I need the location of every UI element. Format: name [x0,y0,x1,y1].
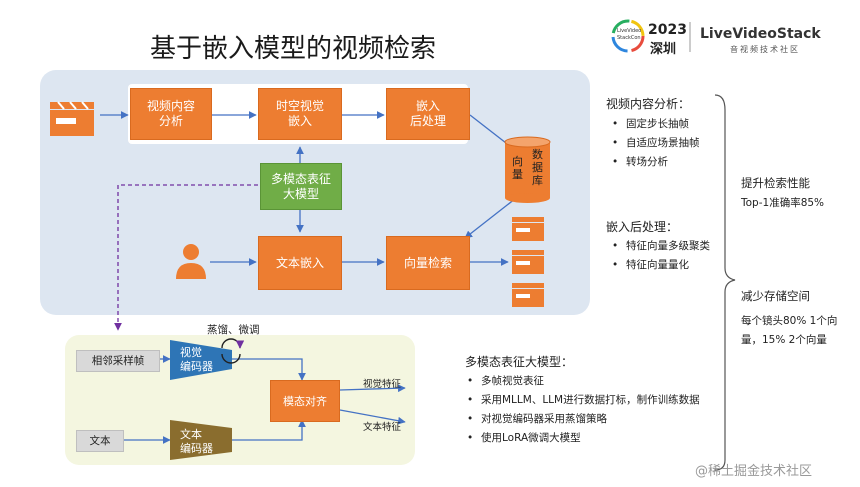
text-encoder-label: 文本 编码器 [180,428,213,455]
event-logo-line2: StackCon [617,35,641,41]
perf-title: 提升检索性能 [741,176,810,190]
arrow-visual-to-align [232,358,306,381]
multimodal-model-box: 多模态表征 大模型 [260,163,342,210]
model-item: 对视觉编码器采用蒸馏策略 [467,410,700,429]
analysis-item: 固定步长抽帧 [612,115,700,134]
distill-label: 蒸馏、微调 [207,324,260,336]
model-panel-title: 多模态表征大模型： [465,355,574,369]
post-item: 特征向量量化 [612,256,710,275]
perf-value: Top-1准确率85% [741,197,825,209]
visual-encoder-shape [170,340,232,380]
model-item: 使用LoRA微调大模型 [467,429,700,448]
arrow-text-to-align [232,419,306,441]
visual-feature-label: 视觉特征 [363,379,402,390]
text-feature-label: 文本特征 [363,422,402,433]
frame-sampling-box: 相邻采样帧 [76,350,160,372]
arrow-align-text-feature [339,409,406,425]
visual-encoder-label: 视觉 编码器 [180,346,213,373]
text-encoder-shape [170,420,232,460]
event-year: 2023 [648,22,687,38]
modal-align-box: 模态对齐 [270,380,340,422]
clapperboard-icon [50,101,94,136]
spatiotemporal-embed-box: 时空视觉 嵌入 [258,88,342,140]
post-item: 特征向量多级聚类 [612,237,710,256]
watermark: @稀土掘金技术社区 [695,464,813,479]
cycle-icon [221,338,245,364]
event-ring-logo [611,19,645,53]
model-item: 采用MLLM、LLM进行数据打标，制作训练数据 [467,391,700,410]
vector-db-label-b: 数 据 库 [532,148,543,187]
result-clip-icon-1 [512,217,544,241]
text-input-box: 文本 [76,430,124,452]
analysis-item: 转场分析 [612,153,700,172]
event-logo-line1: LiveVideo [617,28,642,34]
model-panel-list: 多帧视觉表征 采用MLLM、LLM进行数据打标，制作训练数据 对视觉编码器采用蒸… [467,372,700,448]
video-analysis-box: 视频内容 分析 [130,88,212,140]
arrow-align-visual-feature [339,384,406,393]
event-city: 深圳 [650,42,677,57]
post-list: 特征向量多级聚类 特征向量量化 [612,237,710,275]
analysis-list: 固定步长抽帧 自适应场景抽帧 转场分析 [612,115,700,172]
model-item: 多帧视觉表征 [467,372,700,391]
result-clip-icon-2 [512,250,544,274]
analysis-item: 自适应场景抽帧 [612,134,700,153]
post-title: 嵌入后处理： [606,220,679,234]
brand-sub: 音视频技术社区 [730,45,800,54]
bracket-brace [714,94,736,471]
text-embed-box: 文本嵌入 [258,236,342,290]
analysis-title: 视频内容分析： [606,97,691,111]
arrow-db-to-search [464,194,521,239]
vector-search-box: 向量检索 [386,236,470,290]
vector-db-icon [504,136,551,203]
vector-db-label-a: 向 量 [512,155,523,181]
post-embed-box: 嵌入 后处理 [386,88,470,140]
user-icon [176,244,206,279]
result-clip-icon-3 [512,283,544,307]
dashed-model-link [114,184,258,331]
page-title: 基于嵌入模型的视频检索 [150,34,437,64]
brand-name: LiveVideoStack [700,26,821,42]
storage-line1: 每个镜头80% 1个向 [741,315,838,327]
storage-title: 减少存储空间 [741,289,810,303]
storage-line2: 量，15% 2个向量 [741,334,827,346]
